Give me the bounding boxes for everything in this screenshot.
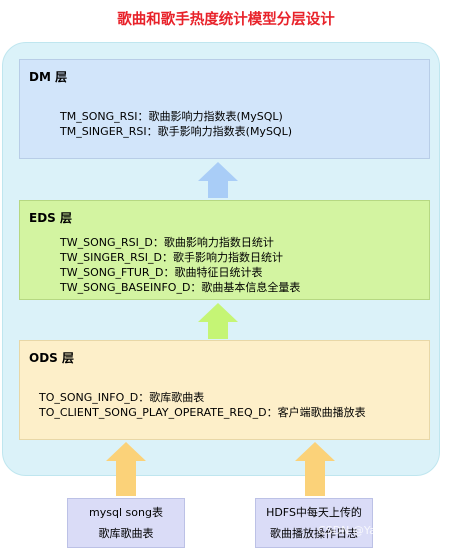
ods-layer: ODS 层 TO_SONG_INFO_D：歌库歌曲表 TO_CLIENT_SON… <box>19 340 430 440</box>
source-label: 歌库歌曲表 <box>98 527 154 540</box>
table-item: TO_SONG_INFO_D：歌库歌曲表 <box>39 391 205 404</box>
watermark: CSDN @Yang <box>318 524 390 537</box>
table-item: TM_SINGER_RSI：歌手影响力指数表(MySQL) <box>60 125 293 138</box>
table-item: TM_SONG_RSI：歌曲影响力指数表(MySQL) <box>60 110 283 123</box>
layer-title: DM 层 <box>29 70 68 84</box>
table-item: TW_SONG_RSI_D：歌曲影响力指数日统计 <box>60 236 274 249</box>
up-arrow-icon <box>198 162 238 198</box>
up-arrow-icon <box>106 442 146 496</box>
source-label: 歌曲播放操作日志 <box>270 527 358 540</box>
table-item: TW_SONG_FTUR_D：歌曲特征日统计表 <box>60 266 263 279</box>
table-item: TW_SINGER_RSI_D：歌手影响力指数日统计 <box>60 251 284 264</box>
up-arrow-icon <box>198 303 238 339</box>
table-item: TO_CLIENT_SONG_PLAY_OPERATE_REQ_D：客户端歌曲播… <box>39 406 366 419</box>
table-list: TW_SONG_RSI_D：歌曲影响力指数日统计 TW_SINGER_RSI_D… <box>60 235 300 295</box>
source-label: HDFS中每天上传的 <box>266 506 362 519</box>
source-mysql: mysql song表 歌库歌曲表 <box>67 498 185 548</box>
dm-layer: DM 层 TM_SONG_RSI：歌曲影响力指数表(MySQL) TM_SING… <box>19 59 430 159</box>
source-label: mysql song表 <box>89 506 163 519</box>
source-hdfs: HDFS中每天上传的 歌曲播放操作日志 <box>255 498 373 548</box>
eds-layer: EDS 层 TW_SONG_RSI_D：歌曲影响力指数日统计 TW_SINGER… <box>19 200 430 300</box>
diagram-title: 歌曲和歌手热度统计模型分层设计 <box>117 12 335 28</box>
table-list: TM_SONG_RSI：歌曲影响力指数表(MySQL) TM_SINGER_RS… <box>60 109 292 139</box>
table-list: TO_SONG_INFO_D：歌库歌曲表 TO_CLIENT_SONG_PLAY… <box>39 390 366 420</box>
layer-title: EDS 层 <box>29 211 72 225</box>
up-arrow-icon <box>295 442 335 496</box>
layer-title: ODS 层 <box>29 351 74 365</box>
table-item: TW_SONG_BASEINFO_D：歌曲基本信息全量表 <box>60 281 301 294</box>
